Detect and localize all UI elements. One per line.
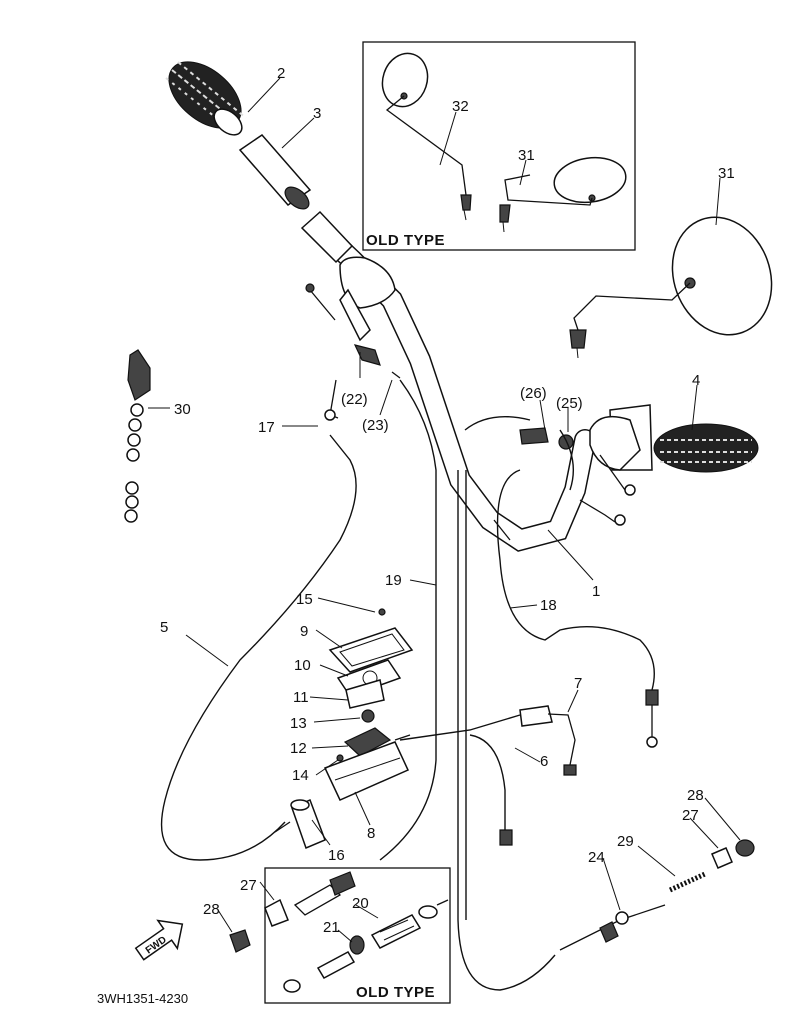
- callout-31: 31: [718, 165, 735, 182]
- callout-28-left: 28: [203, 901, 220, 918]
- callout-12: 12: [290, 740, 307, 757]
- callout-7: 7: [574, 675, 582, 692]
- callout-19: 19: [385, 572, 402, 589]
- callout-27-left: 27: [240, 877, 257, 894]
- callout-13: 13: [290, 715, 307, 732]
- callout-8: 8: [367, 825, 375, 842]
- callout-9: 9: [300, 623, 308, 640]
- callout-24: 24: [588, 849, 605, 866]
- right-grip: [589, 404, 759, 496]
- cable-19: [379, 379, 437, 861]
- old-type-label-bottom: OLD TYPE: [356, 984, 435, 1001]
- callout-11: 11: [293, 689, 309, 706]
- callout-16: 16: [328, 847, 345, 864]
- callout-30: 30: [174, 401, 191, 418]
- callout-21: 21: [323, 919, 340, 936]
- callout-32: 32: [452, 98, 469, 115]
- callouts: 2 3 32 31 31 4 (26) (25) 1 30 17 (22) (2…: [160, 65, 735, 936]
- throttle-cable: [457, 470, 556, 991]
- callout-20: 20: [352, 895, 369, 912]
- adjuster-right: [559, 839, 755, 951]
- wire-clamp: [124, 349, 151, 523]
- cable-adjuster: [519, 427, 574, 450]
- clutch-holder: [339, 256, 396, 342]
- callout-28-right: 28: [687, 787, 704, 804]
- callout-18: 18: [540, 597, 557, 614]
- bar-left-end: [300, 210, 354, 264]
- callout-17: 17: [258, 419, 275, 436]
- leader-lines: [148, 77, 741, 943]
- fwd-arrow-icon: FWD: [134, 919, 184, 961]
- old-type-inset-bottom: OLD TYPE: [264, 867, 451, 1004]
- left-grip: [165, 61, 247, 136]
- cable-18: [464, 415, 655, 691]
- drawing-code: 3WH1351-4230: [97, 991, 188, 1006]
- switch-wire: [579, 499, 616, 523]
- callout-31-old: 31: [518, 147, 535, 164]
- callout-23: (23): [362, 417, 389, 434]
- right-mirror: [569, 216, 773, 359]
- callout-14: 14: [292, 767, 309, 784]
- callout-15: 15: [296, 591, 313, 608]
- callout-2: 2: [277, 65, 285, 82]
- throttle-housing-parts: [274, 608, 414, 850]
- callout-1: 1: [592, 583, 600, 600]
- callout-27-right: 27: [682, 807, 699, 824]
- callout-6: 6: [540, 753, 548, 770]
- callout-29: 29: [617, 833, 634, 850]
- old-type-label-top: OLD TYPE: [366, 232, 445, 249]
- callout-3: 3: [313, 105, 321, 122]
- adjuster-left: [229, 871, 356, 953]
- callout-26: (26): [520, 385, 547, 402]
- callout-4: 4: [692, 372, 700, 389]
- choke-cable: [399, 714, 521, 741]
- left-sleeve: [238, 134, 312, 210]
- callout-22: (22): [341, 391, 368, 408]
- callout-25: (25): [556, 395, 583, 412]
- old-type-inset-top: OLD TYPE: [362, 41, 636, 251]
- callout-10: 10: [294, 657, 311, 674]
- callout-5: 5: [160, 619, 168, 636]
- clutch-cable: [160, 434, 357, 861]
